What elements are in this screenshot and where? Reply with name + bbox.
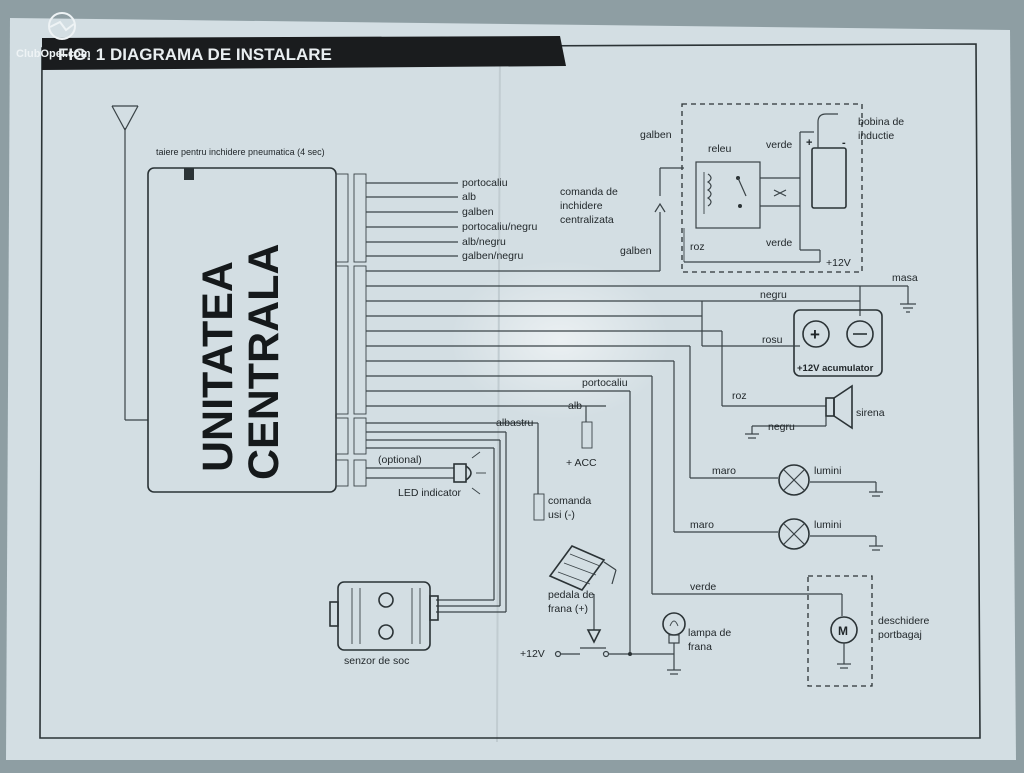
- trunk-line1: deschidere: [878, 615, 930, 627]
- opel-logo-watermark: [48, 12, 76, 40]
- svg-text:-: -: [842, 137, 846, 149]
- wire-label-portocaliu-negru: portocaliu/negru: [462, 221, 537, 233]
- led-caption: LED indicator: [398, 487, 462, 499]
- brake-lamp-line2: frana: [688, 641, 712, 653]
- brake-pedal-line1: pedala de: [548, 589, 594, 601]
- central-unit-tab: [184, 168, 194, 180]
- battery-plus-icon: [802, 320, 830, 348]
- siren-icon: [825, 384, 853, 430]
- light-1-wire: maro: [712, 465, 736, 477]
- light-2-caption: lumini: [814, 519, 841, 531]
- relay-label: releu: [708, 143, 732, 155]
- diagram-frame: [39, 43, 981, 739]
- trunk-module-box: [807, 575, 873, 687]
- light-glare: [450, 260, 670, 420]
- top-wire-bundle: [366, 182, 458, 257]
- siren-negru: negru: [768, 421, 795, 433]
- led-optional: (optional): [378, 454, 422, 466]
- watermark-text: ClubOpel.com: [16, 48, 91, 60]
- trunk-ground-icon: [837, 663, 851, 669]
- relay-galben-bottom: galben: [620, 245, 652, 257]
- relay-switch-icon: [737, 177, 747, 197]
- lock-command-line1: comanda de: [560, 186, 618, 198]
- brake-pedal-icon: [548, 545, 617, 591]
- relay-verde-top: verde: [766, 139, 792, 151]
- relay-12v: +12V: [826, 257, 851, 269]
- motor-symbol: M: [838, 624, 848, 638]
- svg-text:+: +: [810, 325, 820, 344]
- svg-text:+: +: [806, 137, 812, 149]
- relay-verde-bottom: verde: [766, 237, 792, 249]
- brake-switch-icon: [586, 629, 602, 644]
- door-connector-icon: [533, 493, 545, 521]
- relay-roz: roz: [690, 241, 705, 253]
- wire-label-portocaliu: portocaliu: [462, 177, 508, 189]
- battery-rosu: rosu: [762, 334, 783, 346]
- relay-coil-icon: [706, 173, 712, 207]
- central-unit-label-1: UNITATEA: [194, 261, 242, 472]
- wire-label-alb: alb: [462, 191, 476, 203]
- siren-ground-icon: [745, 433, 759, 439]
- light-2-ground-icon: [869, 545, 883, 551]
- battery-caption: +12V acumulator: [797, 363, 874, 374]
- aux-alb: alb: [568, 400, 582, 412]
- wire-label-alb-negru: alb/negru: [462, 236, 506, 248]
- pneumatic-note: taiere pentru inchidere pneumatica (4 se…: [156, 147, 325, 157]
- diagram-title: FIG. 1 DIAGRAMA DE INSTALARE: [58, 45, 332, 64]
- lock-command-line2: inchidere: [560, 200, 603, 212]
- connector-blocks: [335, 173, 367, 487]
- battery-box: [793, 309, 883, 377]
- light-bulb-icon-1: [778, 464, 810, 496]
- led-icon: [453, 451, 486, 495]
- light-2-wire: maro: [690, 519, 714, 531]
- brake-lamp-ground-icon: [667, 669, 681, 675]
- lock-command-arrow-icon: [654, 202, 666, 213]
- trunk-line2: portbagaj: [878, 629, 922, 641]
- trunk-wire: verde: [690, 581, 716, 593]
- lock-command-line3: centralizata: [560, 214, 614, 226]
- shock-sensor-icon: [329, 581, 439, 651]
- door-line1: comanda: [548, 495, 591, 507]
- ignition-coil-icon: + -: [806, 113, 847, 209]
- ground-icon: [900, 303, 916, 313]
- wire-label-galben: galben: [462, 206, 494, 218]
- light-bulb-icon-2: [778, 518, 810, 550]
- antenna-icon: [111, 105, 148, 421]
- brake-lamp-line1: lampa de: [688, 627, 731, 639]
- battery-negru: negru: [760, 289, 787, 301]
- door-line2: usi (-): [548, 509, 575, 521]
- shock-sensor-caption: senzor de soc: [344, 655, 409, 667]
- masa-label: masa: [892, 272, 918, 284]
- brake-lamp-icon: [662, 612, 686, 644]
- light-1-ground-icon: [869, 491, 883, 497]
- relay-module-box: [681, 103, 863, 273]
- wire-label-galben-negru: galben/negru: [462, 250, 523, 262]
- aux-albastru: albastru: [496, 417, 534, 429]
- central-unit-label-2: CENTRALA: [240, 244, 288, 480]
- coil-label-line1: bobina de: [858, 116, 904, 128]
- light-1-caption: lumini: [814, 465, 841, 477]
- coil-label-line2: inductie: [858, 130, 894, 142]
- brake-pedal-line2: frana (+): [548, 603, 588, 615]
- siren-caption: sirena: [856, 407, 885, 419]
- aux-portocaliu: portocaliu: [582, 377, 628, 389]
- title-band: [42, 36, 566, 70]
- battery-minus-icon: [846, 320, 874, 348]
- scissors-icon: [773, 189, 787, 197]
- brake-12v: +12V: [520, 648, 545, 660]
- siren-roz: roz: [732, 390, 747, 402]
- relay-icon: [695, 161, 761, 229]
- relay-galben-top: galben: [640, 129, 672, 141]
- acc-connector-icon: [581, 421, 593, 449]
- aux-acc: + ACC: [566, 457, 597, 469]
- main-wire-bundle: [366, 330, 722, 407]
